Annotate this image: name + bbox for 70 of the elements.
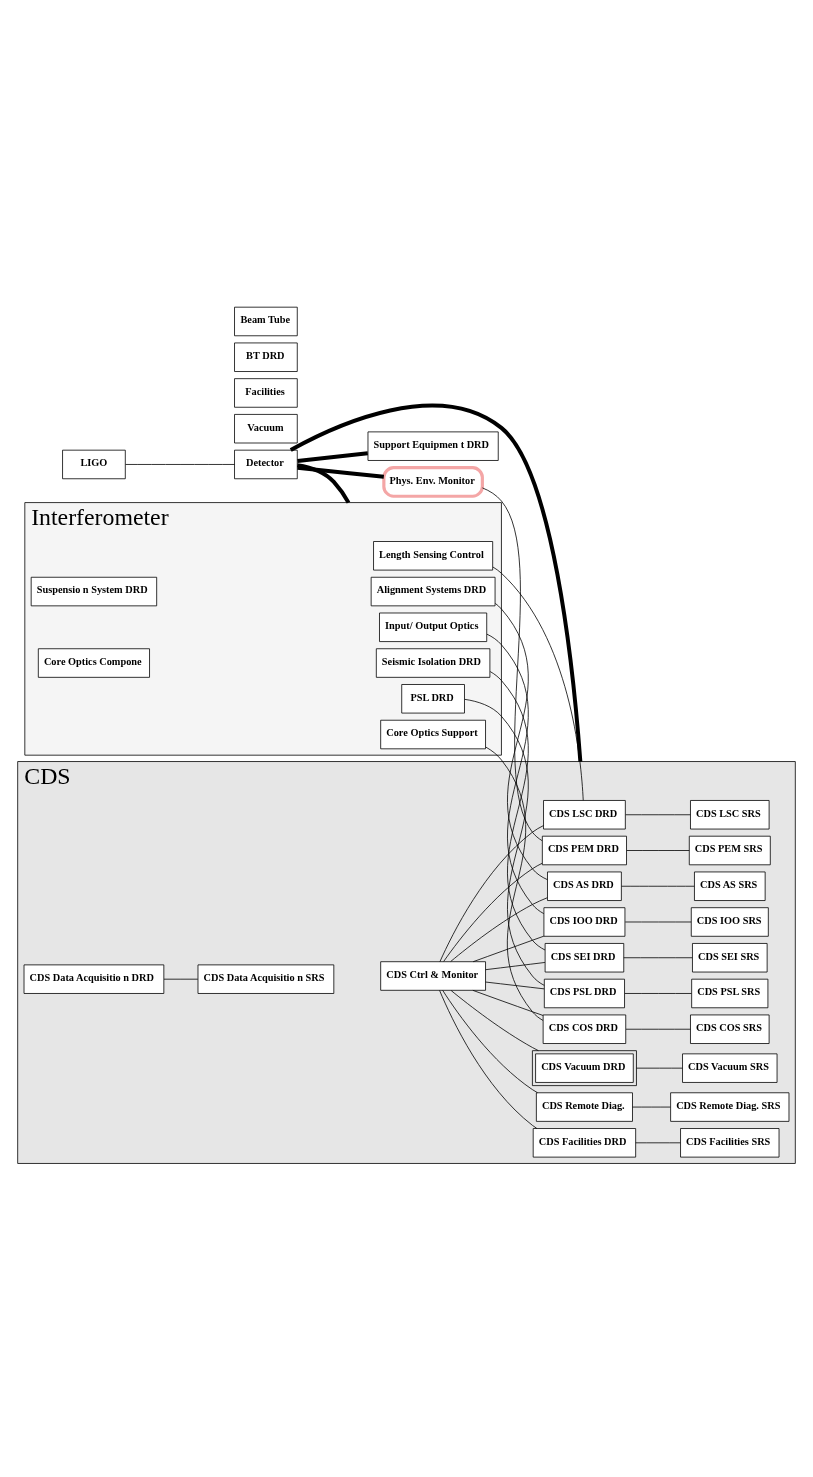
node-box: Phys. Env. Monitor xyxy=(382,466,484,498)
connector xyxy=(621,885,695,887)
node-box: CDS Facilities SRS xyxy=(680,1128,780,1158)
node-box: CDS Remote Diag. SRS xyxy=(670,1092,790,1122)
node-box: CDS LSC SRS xyxy=(690,800,770,830)
node-box: Core Optics Support xyxy=(380,719,486,750)
node-box: CDS Vacuum SRS xyxy=(682,1053,778,1083)
connector xyxy=(297,451,368,464)
node-box: Alignment Systems DRD xyxy=(370,576,496,607)
node-box: CDS SEI SRS xyxy=(692,943,768,973)
node-box: CDS Remote Diag. xyxy=(535,1092,633,1122)
node-box: Facilities xyxy=(234,378,298,408)
connector xyxy=(632,1106,671,1108)
connector xyxy=(494,603,548,880)
node-box: CDS AS DRD xyxy=(547,871,622,901)
node-box: Input/ Output Optics xyxy=(379,612,488,642)
node-box: Support Equipmen t DRD xyxy=(367,431,499,461)
connector xyxy=(289,403,583,762)
connector xyxy=(624,993,692,994)
node-box: Vacuum xyxy=(234,414,298,444)
node-box: BT DRD xyxy=(234,342,298,372)
connector xyxy=(443,862,543,962)
connector xyxy=(485,962,546,971)
node-box: Suspensio n System DRD xyxy=(30,576,158,607)
connector xyxy=(492,566,584,801)
node-box: CDS IOO SRS xyxy=(690,907,769,937)
connector xyxy=(442,989,538,1094)
node-box: CDS SEI DRD xyxy=(544,943,625,973)
node-box: CDS PEM DRD xyxy=(541,835,627,866)
connector xyxy=(635,1142,681,1144)
node-box: LIGO xyxy=(62,449,126,480)
node-box: CDS PSL DRD xyxy=(543,978,625,1009)
node-box: CDS Data Acquisitio n DRD xyxy=(23,964,165,994)
node-box: CDS Ctrl & Monitor xyxy=(380,961,486,991)
connector xyxy=(625,1028,691,1030)
node-box: CDS COS DRD xyxy=(542,1014,627,1044)
connector xyxy=(485,746,544,1021)
connector xyxy=(450,990,539,1051)
connector xyxy=(472,935,545,963)
node-box: CDS PSL SRS xyxy=(691,978,769,1009)
connector xyxy=(636,1067,683,1069)
connector xyxy=(482,487,543,842)
connector xyxy=(297,465,385,479)
node-box: CDS AS SRS xyxy=(694,871,766,901)
node-box: CDS LSC DRD xyxy=(543,800,626,830)
connector xyxy=(125,464,235,465)
connector xyxy=(625,814,691,816)
node-box: CDS COS SRS xyxy=(690,1014,770,1044)
connector xyxy=(486,633,545,914)
node-box: Detector xyxy=(234,449,298,480)
node-box: CDS IOO DRD xyxy=(543,907,626,937)
connector xyxy=(464,698,545,986)
connector xyxy=(296,463,351,504)
connector xyxy=(489,671,546,951)
node-box: Core Optics Compone xyxy=(37,648,150,678)
connector xyxy=(439,990,538,1129)
connector xyxy=(472,989,544,1016)
node-box: Seismic Isolation DRD xyxy=(375,648,491,678)
connector xyxy=(485,981,545,990)
node-box: CDS PEM SRS xyxy=(688,835,771,866)
node-box: CDS Facilities DRD xyxy=(532,1128,637,1158)
connector xyxy=(439,825,544,963)
node-box: Beam Tube xyxy=(234,306,298,337)
connector xyxy=(623,957,693,959)
node-box: PSL DRD xyxy=(401,684,465,714)
connector xyxy=(450,897,548,962)
node-box: Length Sensing Control xyxy=(373,541,494,571)
connector xyxy=(626,850,690,851)
connector xyxy=(163,978,199,980)
node-box: CDS Data Acquisitio n SRS xyxy=(197,964,335,994)
